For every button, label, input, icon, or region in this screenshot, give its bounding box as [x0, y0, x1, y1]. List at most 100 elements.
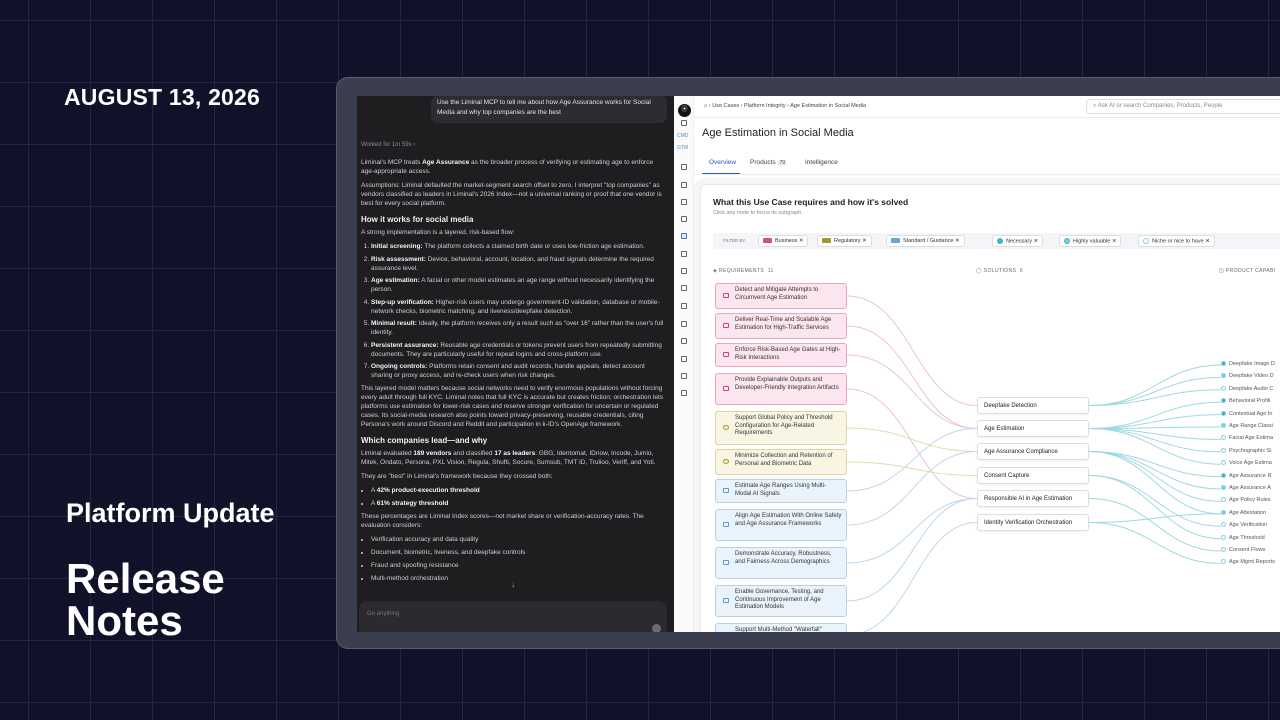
breadcrumb: ⌂ › Use Cases › Platform Integrity › Age…: [704, 103, 867, 109]
requirement-solution-link: [846, 461, 978, 476]
capability-dot: [1221, 373, 1226, 379]
worked-duration[interactable]: Worked for 1m 59s ›: [361, 142, 416, 148]
capability-dot: [1221, 534, 1226, 540]
solution-node[interactable]: Consent Capture: [977, 467, 1089, 484]
rail-graph-icon[interactable]: [681, 233, 687, 239]
rail-gtm[interactable]: GTM: [677, 145, 689, 151]
chip-regulatory[interactable]: Regulatory ✕: [817, 235, 872, 247]
step-item: Step-up verification: Higher-risk users …: [371, 298, 667, 316]
solution-capability-link: [1088, 498, 1222, 552]
capability-node[interactable]: Age Mgmt Reports: [1221, 559, 1275, 565]
rail-cmd[interactable]: CMD: [677, 133, 689, 139]
remove-icon: ✕: [1033, 238, 1039, 245]
release-date: AUGUST 13, 2026: [64, 84, 261, 110]
requirement-icon: [723, 293, 729, 298]
capability-node[interactable]: Facial Age Estima: [1221, 435, 1273, 441]
search-input[interactable]: ⌕ Ask AI or search Companies, Products, …: [1086, 99, 1280, 114]
requirement-node[interactable]: Enable Governance, Testing, and Continuo…: [715, 585, 847, 617]
solution-node[interactable]: Deepfake Detection: [977, 397, 1089, 414]
solution-capability-link: [1088, 401, 1222, 429]
capability-node[interactable]: Behavioral Profili: [1221, 398, 1270, 404]
requirement-solution-link: [861, 522, 978, 632]
capability-node[interactable]: Deepfake Video D: [1221, 373, 1274, 379]
requirement-node[interactable]: Support Global Policy and Threshold Conf…: [715, 411, 847, 445]
flow-intro: A strong implementation is a layered, ri…: [361, 229, 515, 236]
chip-necessary[interactable]: Necessary ✕: [992, 235, 1044, 247]
requirement-node[interactable]: Deliver Real-Time and Scalable Age Estim…: [715, 313, 847, 339]
requirement-node[interactable]: Detect and Mitigate Attempts to Circumve…: [715, 283, 847, 309]
capability-node[interactable]: Consent Flows: [1221, 547, 1265, 553]
left-rail: ⦿ CMD GTM: [674, 96, 694, 632]
scroll-down-icon[interactable]: ↓: [511, 580, 515, 589]
chip-business[interactable]: Business ✕: [758, 235, 809, 247]
capability-node[interactable]: Age Assurance A: [1221, 485, 1271, 491]
rail-doc-icon[interactable]: [681, 182, 687, 188]
capability-node[interactable]: Age Threshold: [1221, 535, 1265, 541]
rail-book-icon[interactable]: [681, 303, 687, 309]
rail-user-icon[interactable]: [681, 356, 687, 362]
capability-dot: [1221, 385, 1226, 391]
requirement-node[interactable]: Minimize Collection and Retention of Per…: [715, 449, 847, 475]
solution-capability-link: [1088, 428, 1222, 453]
remove-icon: ✕: [1111, 238, 1117, 245]
app-logo-icon[interactable]: ⦿: [678, 104, 691, 117]
requirement-node[interactable]: Estimate Age Ranges Using Multi-Modal AI…: [715, 479, 847, 503]
section-heading-leaders: Which companies lead—and why: [361, 436, 488, 445]
rail-monitor-icon[interactable]: [681, 338, 687, 344]
solution-capability-link: [1088, 475, 1222, 540]
capability-node[interactable]: Deepfake Audio C: [1221, 386, 1273, 392]
requirement-node[interactable]: Provide Explainable Outputs and Develope…: [715, 373, 847, 405]
capability-node[interactable]: Deepfake Image D: [1221, 361, 1275, 367]
consider-item: Verification accuracy and data quality: [371, 535, 667, 544]
rail-circle-icon[interactable]: [681, 251, 687, 257]
tab-overview[interactable]: Overview: [709, 159, 737, 166]
rail-report-icon[interactable]: [681, 321, 687, 327]
best-paragraph: They are "best" in Liminal's framework b…: [361, 473, 553, 480]
rail-tag-icon[interactable]: [681, 373, 687, 379]
rail-idea-icon[interactable]: [681, 164, 687, 170]
capability-node[interactable]: Age Policy Rules: [1221, 497, 1271, 503]
assistant-response: Liminal's MCP treats Age Assurance as th…: [361, 158, 667, 587]
rail-toggle-icon[interactable]: [681, 120, 687, 126]
solution-node[interactable]: Age Estimation: [977, 420, 1089, 437]
capability-node[interactable]: Psychographic Si: [1221, 448, 1272, 454]
capability-node[interactable]: Age Verification: [1221, 522, 1267, 528]
requirement-icon: [723, 522, 729, 527]
requirement-node[interactable]: Enforce Risk-Based Age Gates at High-Ris…: [715, 343, 847, 367]
capability-node[interactable]: Age Assurance R: [1221, 473, 1272, 479]
tab-products[interactable]: Products 79: [750, 159, 788, 166]
solution-node[interactable]: Age Assurance Compliance: [977, 443, 1089, 460]
rail-target-icon[interactable]: [681, 216, 687, 222]
send-icon[interactable]: [652, 624, 661, 632]
solution-node[interactable]: Responsible AI in Age Estimation: [977, 490, 1089, 507]
requirement-solution-link: [846, 428, 978, 492]
solution-capability-link: [1088, 451, 1222, 515]
rail-settings-icon[interactable]: [681, 390, 687, 396]
home-icon[interactable]: ⌂: [704, 103, 708, 109]
tab-intelligence[interactable]: Intelligence: [805, 159, 838, 166]
capability-node[interactable]: Contextual Age In: [1221, 411, 1272, 417]
capability-node[interactable]: Voice Age Estima: [1221, 460, 1272, 466]
requirement-node[interactable]: Demonstrate Accuracy, Robustness, and Fa…: [715, 547, 847, 579]
rail-globe-icon[interactable]: [681, 268, 687, 274]
chip-niche[interactable]: Niche or nice to have ✕: [1138, 235, 1215, 247]
panel-title: What this Use Case requires and how it's…: [713, 197, 909, 207]
consider-item: Document, biometric, liveness, and deepf…: [371, 548, 667, 557]
capability-dot: [1221, 447, 1226, 453]
solution-node[interactable]: Identity Verification Orchestration: [977, 514, 1089, 531]
crumb-use-cases[interactable]: Use Cases: [712, 103, 740, 109]
capability-node[interactable]: Age Attestation: [1221, 510, 1266, 516]
chat-input[interactable]: Go anything: [359, 601, 667, 632]
chip-standard[interactable]: Standard / Guidance ✕: [886, 235, 965, 247]
threshold-item: A 61% strategy threshold: [371, 499, 667, 508]
step-item: Ongoing controls: Platforms retain conse…: [371, 362, 667, 380]
rail-file-icon[interactable]: [681, 285, 687, 291]
capability-node[interactable]: Age Range Classi: [1221, 423, 1273, 429]
rail-list-icon[interactable]: [681, 199, 687, 205]
crumb-platform-integrity[interactable]: Platform Integrity: [744, 103, 786, 109]
requirement-node[interactable]: Support Multi-Method "Waterfall": [715, 623, 847, 632]
solution-capability-link: [1088, 513, 1222, 523]
chip-highly-valuable[interactable]: Highly valuable ✕: [1059, 235, 1122, 247]
requirement-solution-link: [846, 451, 978, 526]
requirement-node[interactable]: Align Age Estimation With Online Safety …: [715, 509, 847, 541]
